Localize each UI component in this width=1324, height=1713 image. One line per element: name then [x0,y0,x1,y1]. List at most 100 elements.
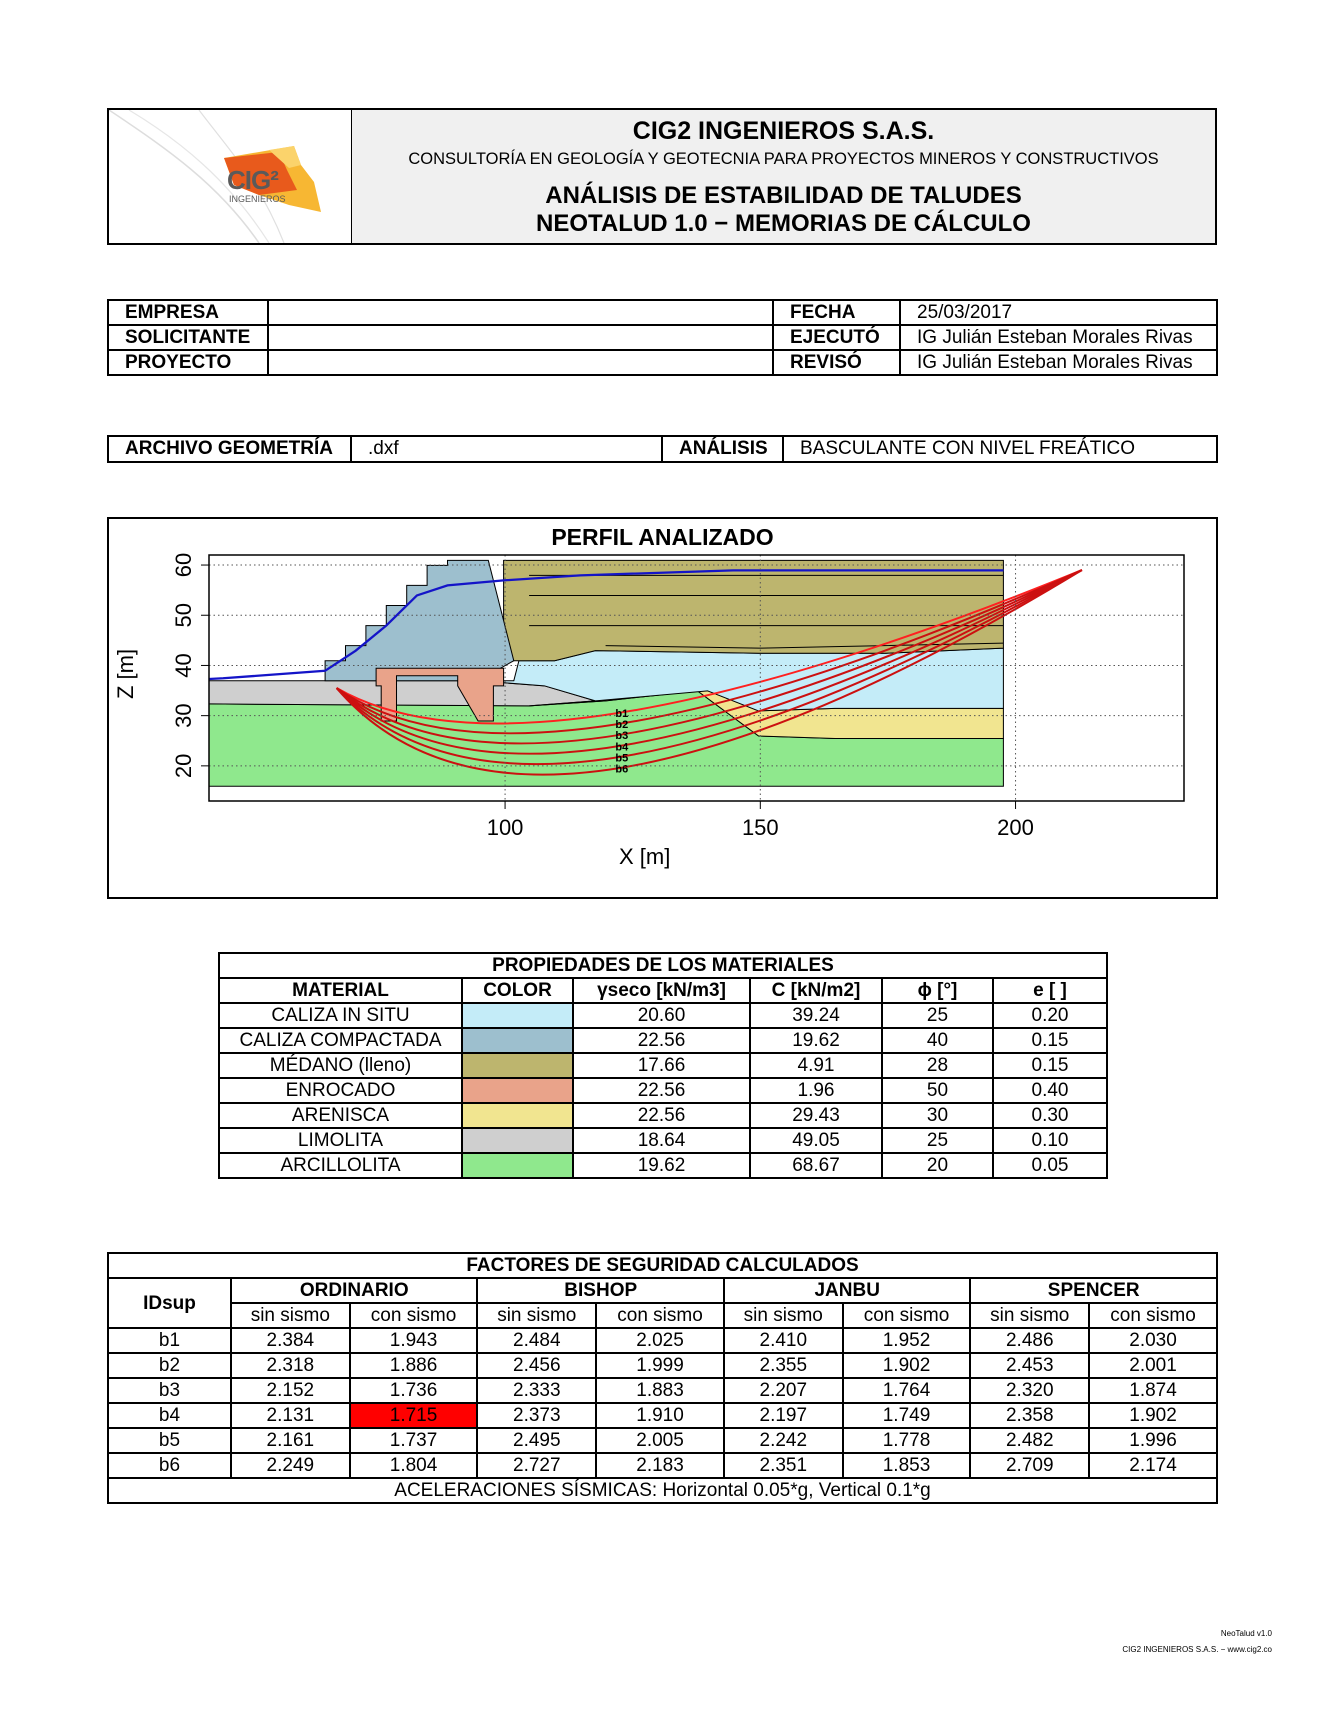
grid-lines [209,555,1184,801]
solicitante-value [267,324,774,351]
failure-surface-b5 [335,569,1083,765]
material-cohesion: 68.67 [749,1152,883,1179]
material-color-swatch [461,1077,574,1104]
col-cohesion: C [kN/m2] [749,977,883,1004]
material-e: 0.05 [992,1152,1108,1179]
profile-title: PERFIL ANALIZADO [551,524,774,550]
material-gamma: 19.62 [572,1152,751,1179]
material-phi: 20 [881,1152,994,1179]
material-gamma: 22.56 [572,1102,751,1129]
x-tick-label: 200 [997,815,1034,840]
sub-con-sismo: con sismo [595,1302,725,1329]
ejecuto-label: EJECUTÓ [772,324,901,351]
method-janbu: JANBU [722,1277,972,1304]
col-phi: ϕ [°] [881,977,994,1004]
factor-value: 2.183 [595,1452,725,1479]
logo-text: CIG² [227,165,279,195]
materials-title: PROPIEDADES DE LOS MATERIALES [218,952,1108,979]
sub-con-sismo: con sismo [348,1302,479,1329]
factor-value: 2.384 [230,1327,351,1354]
factor-value: 1.778 [841,1427,972,1454]
factor-value: 2.131 [230,1402,351,1429]
report-title-line2: NEOTALUD 1.0 − MEMORIAS DE CÁLCULO [536,210,1031,237]
footer-version: NeoTalud v1.0 [1220,1629,1272,1638]
factor-value: 2.242 [722,1427,844,1454]
col-gamma: γseco [kN/m3] [572,977,751,1004]
sub-sin-sismo: sin sismo [230,1302,351,1329]
factor-value: 2.358 [969,1402,1091,1429]
material-phi: 25 [881,1002,994,1029]
col-e: e [ ] [992,977,1108,1004]
surface-id: b5 [107,1427,232,1454]
surface-id: b1 [107,1327,232,1354]
phreatic-line [209,569,1004,681]
geometria-value: .dxf [350,435,663,463]
failure-surface-b6 [335,569,1083,776]
surface-label: b3 [615,730,628,742]
y-tick-label: 30 [171,703,196,727]
factor-value: 1.996 [1088,1427,1218,1454]
material-name: ARCILLOLITA [218,1152,463,1179]
material-cohesion: 49.05 [749,1127,883,1154]
caliza-compactada-layer [324,559,515,682]
surface-label: b4 [615,741,629,753]
reviso-value: IG Julián Esteban Morales Rivas [899,349,1218,376]
company-tagline: CONSULTORÍA EN GEOLOGÍA Y GEOTECNIA PARA… [408,150,1159,168]
factor-value: 1.910 [595,1402,725,1429]
surface-label: b5 [615,752,628,764]
y-tick-label: 40 [171,653,196,677]
material-name: LIMOLITA [218,1127,463,1154]
factor-value: 2.174 [1088,1452,1218,1479]
factor-value: 1.999 [595,1352,725,1379]
analysis-file-table: ARCHIVO GEOMETRÍA .dxf ANÁLISIS BASCULAN… [107,435,1218,463]
y-axis-label: Z [m] [113,648,138,699]
reviso-label: REVISÓ [772,349,901,376]
factor-value: 2.152 [230,1377,351,1404]
material-gamma: 18.64 [572,1127,751,1154]
material-phi: 30 [881,1102,994,1129]
y-tick-label: 60 [171,553,196,577]
failure-surface-b2 [336,569,1083,735]
y-tick-label: 50 [171,603,196,627]
enrocado-layer [375,667,505,722]
factor-value: 2.197 [722,1402,844,1429]
surface-id: b2 [107,1352,232,1379]
factor-value: 2.410 [722,1327,844,1354]
method-ordinario: ORDINARIO [229,1277,479,1304]
material-cohesion: 29.43 [749,1102,883,1129]
material-name: CALIZA IN SITU [218,1002,463,1029]
factor-value: 2.453 [969,1352,1091,1379]
logo-subtext: INGENIEROS [229,194,286,204]
footer-company: CIG2 INGENIEROS S.A.S. − www.cig2.co [1122,1645,1272,1654]
material-gamma: 22.56 [572,1027,751,1054]
material-gamma: 22.56 [572,1077,751,1104]
fecha-value: 25/03/2017 [899,299,1218,326]
factor-value: 1.764 [841,1377,972,1404]
failure-surface-b1 [336,569,1083,725]
sub-sin-sismo: sin sismo [476,1302,598,1329]
medano-layer [503,559,1004,662]
surface-id: b3 [107,1377,232,1404]
geology-layers [209,559,1004,787]
factor-value: 1.952 [841,1327,972,1354]
material-name: ARENISCA [218,1102,463,1129]
report-title-line1: ANÁLISIS DE ESTABILIDAD DE TALUDES [545,182,1022,209]
seismic-note: ACELERACIONES SÍSMICAS: Horizontal 0.05*… [107,1477,1218,1504]
failure-surface-b4 [335,569,1083,755]
factor-value: 2.161 [230,1427,351,1454]
factor-value: 2.355 [722,1352,844,1379]
plot-frame [208,554,1185,802]
factor-value: 1.749 [841,1402,972,1429]
col-color: COLOR [461,977,574,1004]
surface-label: b2 [615,719,628,731]
